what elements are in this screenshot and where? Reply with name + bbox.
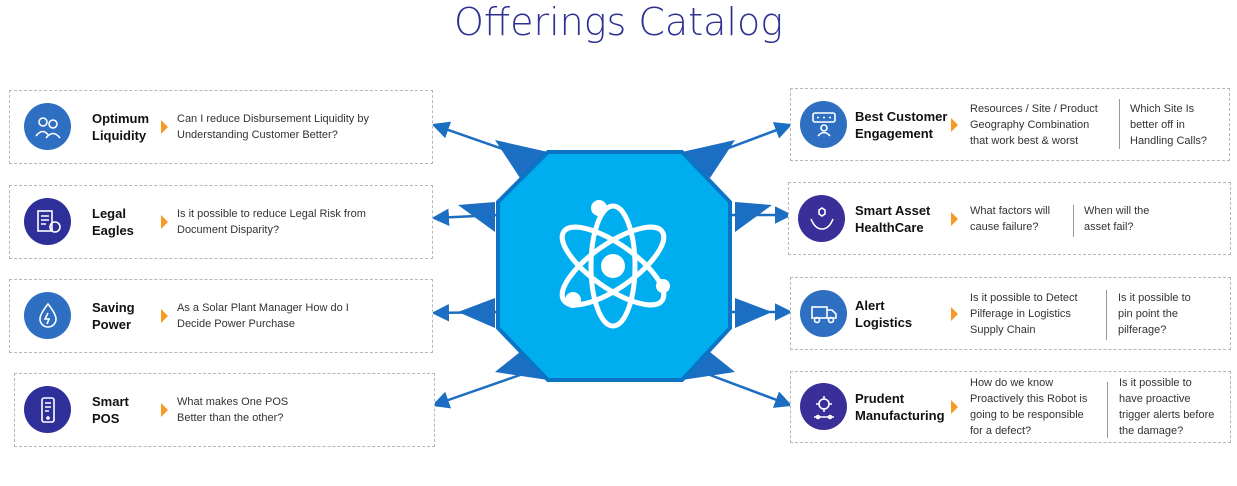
legal-document-icon xyxy=(24,198,71,245)
connector-smart-pos xyxy=(431,373,521,409)
robot-gears-icon xyxy=(800,383,847,430)
chevron-right-icon xyxy=(951,117,958,132)
mobile-pos-icon xyxy=(24,386,71,433)
atom-icon xyxy=(559,200,670,329)
chevron-right-icon xyxy=(161,215,168,229)
divider xyxy=(1073,205,1074,237)
card-description: Is it possible to reduce Legal Risk from… xyxy=(177,208,366,236)
customer-rating-icon xyxy=(800,100,847,148)
connector-prudent-mfg xyxy=(709,373,793,408)
people-money-icon xyxy=(24,103,71,150)
chevron-right-icon xyxy=(161,309,168,323)
solar-energy-icon xyxy=(24,292,71,339)
chevron-right-icon xyxy=(951,211,958,226)
hands-health-icon xyxy=(798,194,845,242)
connector-legal-eagles xyxy=(431,208,499,227)
connectors xyxy=(431,121,793,409)
chevron-right-icon xyxy=(951,400,958,414)
chevron-right-icon xyxy=(161,403,168,417)
divider xyxy=(1119,99,1120,149)
connector-optimum-liquidity xyxy=(431,121,521,157)
chevron-right-icon xyxy=(951,306,958,321)
page-title: Offerings Catalog xyxy=(453,0,784,44)
delivery-truck-icon xyxy=(800,289,847,337)
divider xyxy=(1107,382,1108,438)
chevron-right-icon xyxy=(161,120,168,134)
divider xyxy=(1106,290,1107,340)
connector-best-customer xyxy=(709,122,793,157)
connector-saving-power xyxy=(431,304,499,322)
